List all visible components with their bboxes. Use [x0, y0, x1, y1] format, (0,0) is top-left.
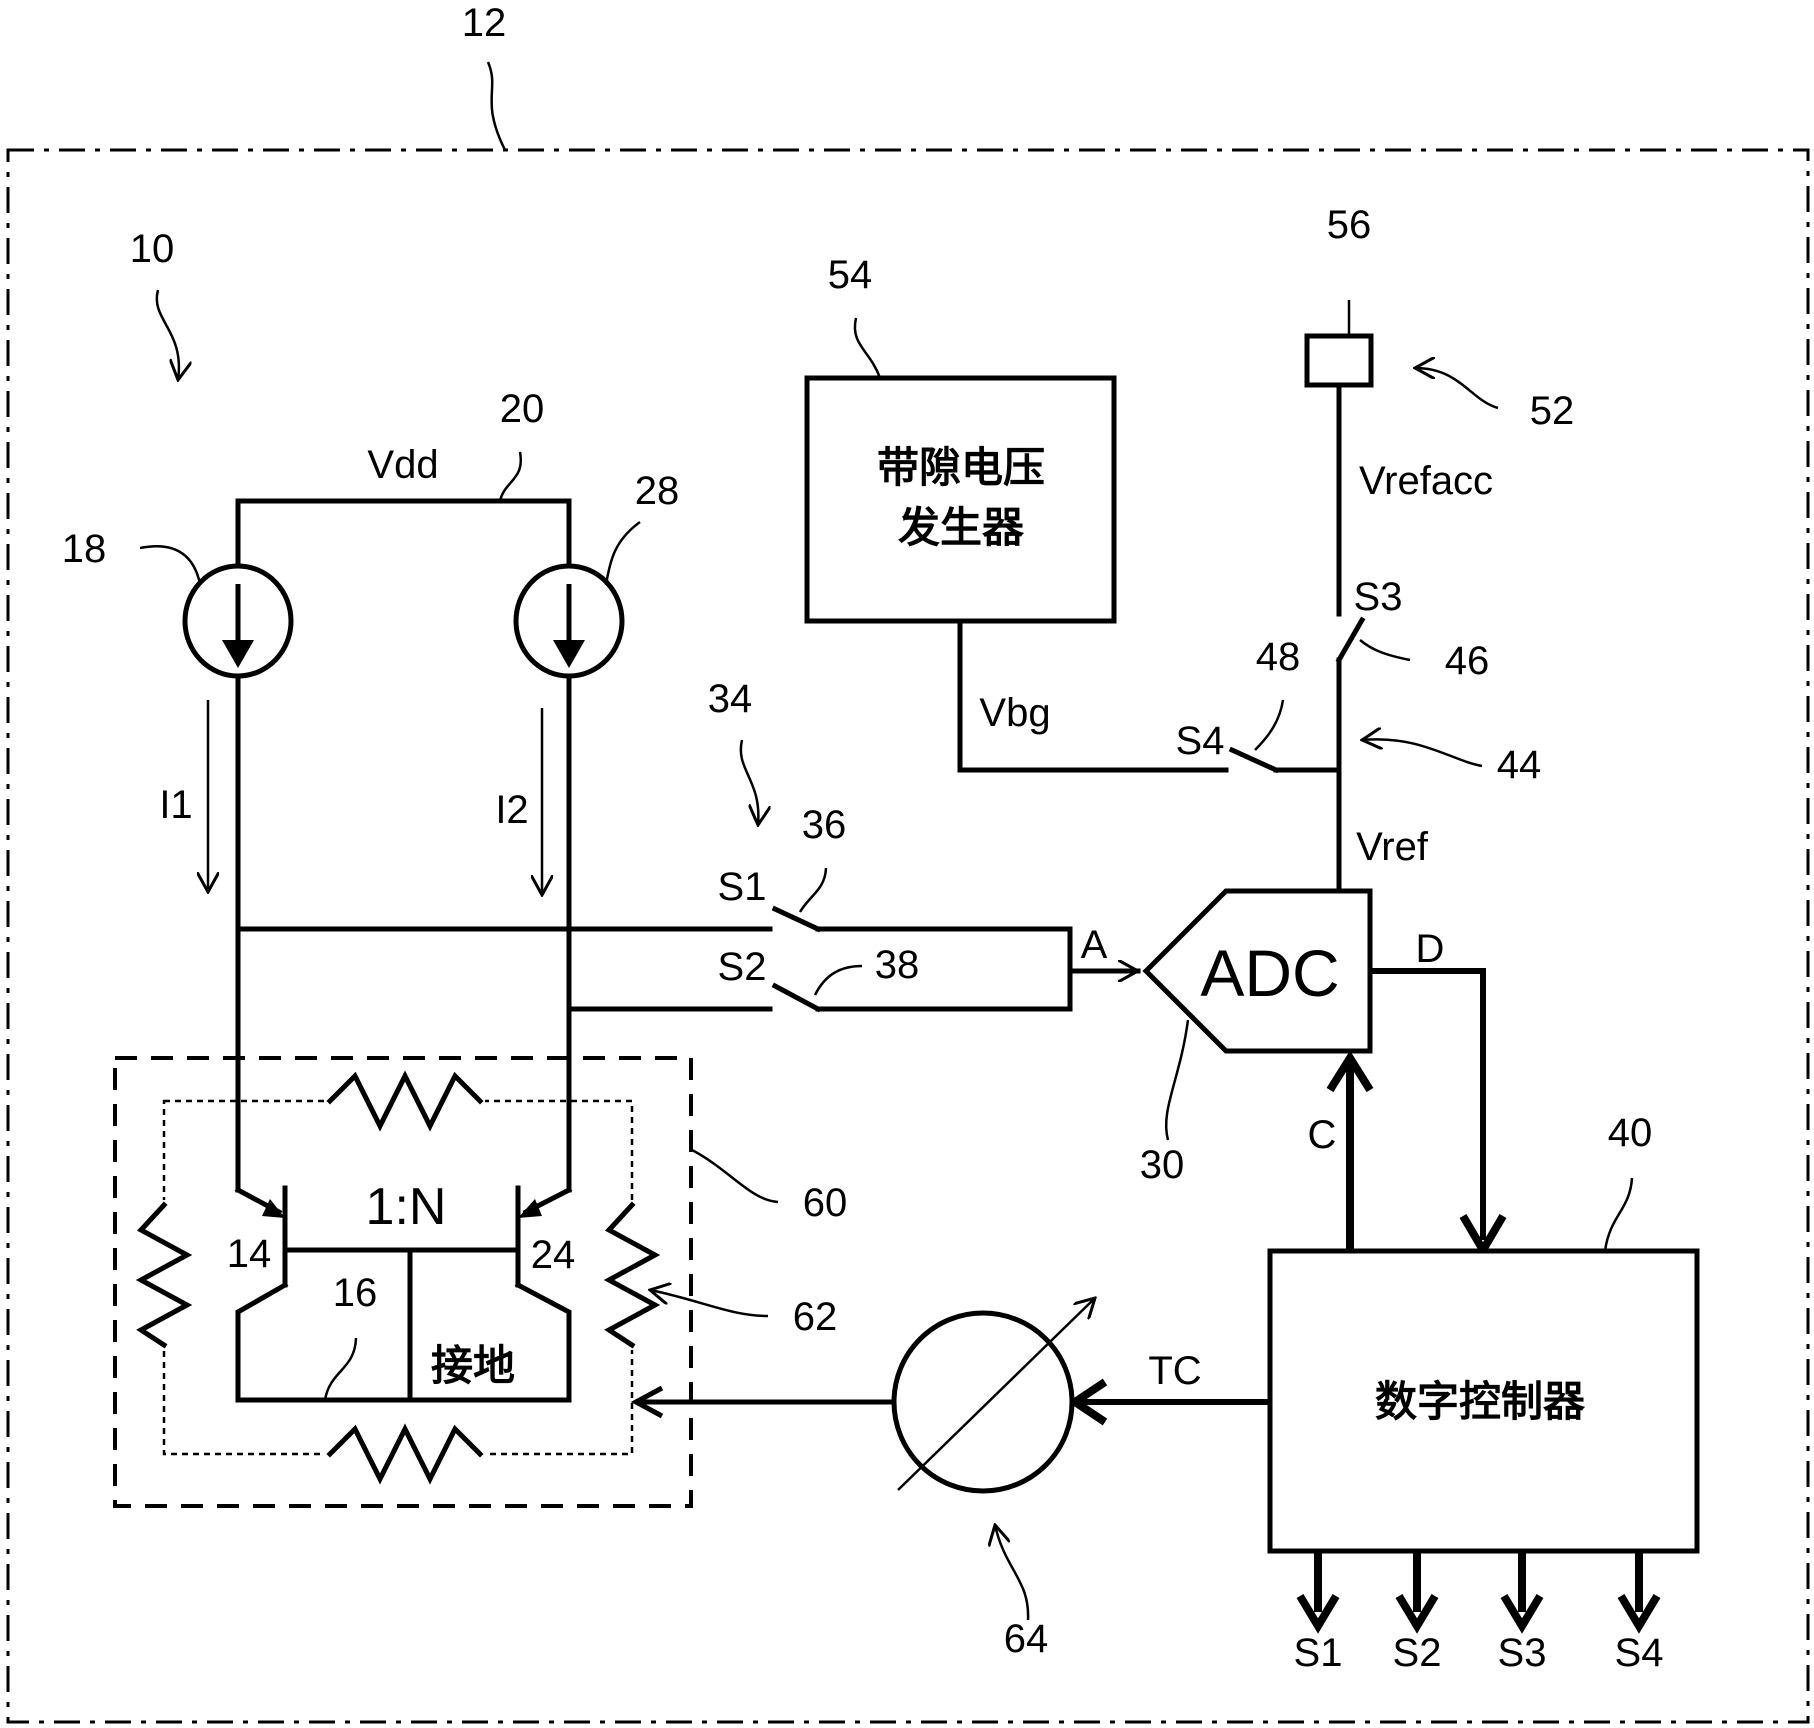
heater-resistor-right: [604, 1200, 660, 1350]
leader-10: [157, 290, 179, 380]
s1-output-wire: [818, 929, 1070, 1009]
transistor-14: [238, 1188, 285, 1400]
ref-56: 56: [1327, 203, 1372, 247]
ref-24: 24: [531, 1233, 576, 1277]
ref-10: 10: [130, 227, 175, 271]
pad-56[interactable]: [1307, 336, 1371, 385]
ref-46: 46: [1445, 639, 1490, 683]
vrefacc-label: Vrefacc: [1359, 459, 1493, 503]
leader-28: [606, 522, 640, 585]
leader-60: [692, 1150, 778, 1202]
ref-60: 60: [803, 1181, 848, 1225]
adc-output-wire: [1370, 971, 1483, 1240]
switch-s3-blade[interactable]: [1339, 620, 1362, 660]
ref-52: 52: [1530, 389, 1575, 433]
tc-label: TC: [1148, 1349, 1201, 1393]
ratio-label: 1:N: [366, 1178, 447, 1236]
ref-36: 36: [802, 803, 847, 847]
vdd-label: Vdd: [367, 443, 438, 487]
heater-resistor-top: [325, 1076, 485, 1126]
adc-label: ADC: [1200, 936, 1339, 1010]
leader-48: [1255, 700, 1283, 750]
leader-36: [800, 868, 826, 912]
ref-62: 62: [793, 1295, 838, 1339]
ref-12: 12: [462, 1, 507, 45]
ref-16: 16: [333, 1271, 378, 1315]
adc-input-label: A: [1081, 923, 1108, 967]
leader-34: [741, 740, 759, 825]
switch-s3-label: S3: [1354, 575, 1403, 619]
ref-38: 38: [875, 943, 920, 987]
heater-resistor-bottom: [325, 1429, 485, 1479]
leader-30: [1166, 1020, 1188, 1140]
ref-44: 44: [1497, 743, 1542, 787]
leader-16: [325, 1338, 356, 1400]
d-label: D: [1416, 927, 1445, 971]
controller-label: 数字控制器: [1375, 1377, 1586, 1426]
ref-54: 54: [828, 253, 873, 297]
vdd-rail: [238, 501, 569, 606]
bandgap-label-1: 带隙电压: [877, 443, 1045, 492]
leader-64: [995, 1525, 1028, 1620]
leader-52: [1415, 368, 1498, 408]
leader-40: [1605, 1178, 1632, 1251]
ref-64: 64: [1004, 1617, 1049, 1661]
i1-label: I1: [159, 783, 192, 827]
leader-18: [140, 546, 200, 584]
ref-28: 28: [635, 469, 680, 513]
output-s3-label: S3: [1498, 1631, 1547, 1675]
transistor-24: [518, 1188, 569, 1400]
ref-34: 34: [708, 677, 753, 721]
leader-12: [488, 62, 505, 150]
switch-s1-label: S1: [718, 865, 767, 909]
switch-s4-blade[interactable]: [1232, 750, 1276, 770]
heater-resistor-left: [136, 1200, 192, 1350]
output-s2-label: S2: [1393, 1631, 1442, 1675]
output-s4-label: S4: [1615, 1631, 1664, 1675]
i2-label: I2: [495, 788, 528, 832]
switch-s1-blade[interactable]: [775, 909, 818, 929]
vbg-label: Vbg: [979, 691, 1050, 735]
bandgap-label-2: 发生器: [898, 503, 1025, 552]
switch-s4-label: S4: [1176, 719, 1225, 763]
vref-label: Vref: [1356, 825, 1429, 869]
ref-14: 14: [227, 1232, 272, 1276]
switch-s2-blade[interactable]: [775, 986, 818, 1009]
ref-40: 40: [1608, 1111, 1653, 1155]
leader-54: [855, 318, 880, 378]
variable-source-64: [894, 1298, 1095, 1491]
leader-38: [815, 966, 862, 995]
output-s1-label: S1: [1294, 1631, 1343, 1675]
ref-30: 30: [1140, 1143, 1185, 1187]
leader-46: [1360, 640, 1410, 660]
leader-44: [1362, 739, 1482, 766]
output-arrows: S1 S2 S3 S4: [1294, 1551, 1664, 1675]
leader-62: [650, 1290, 768, 1316]
ref-18: 18: [62, 527, 107, 571]
switch-s2-label: S2: [718, 945, 767, 989]
c-label: C: [1308, 1113, 1337, 1157]
ref-20: 20: [500, 387, 545, 431]
ref-48: 48: [1256, 635, 1301, 679]
bandgap-generator: [807, 378, 1114, 621]
ground-label: 接地: [431, 1341, 515, 1390]
leader-20: [500, 452, 521, 501]
